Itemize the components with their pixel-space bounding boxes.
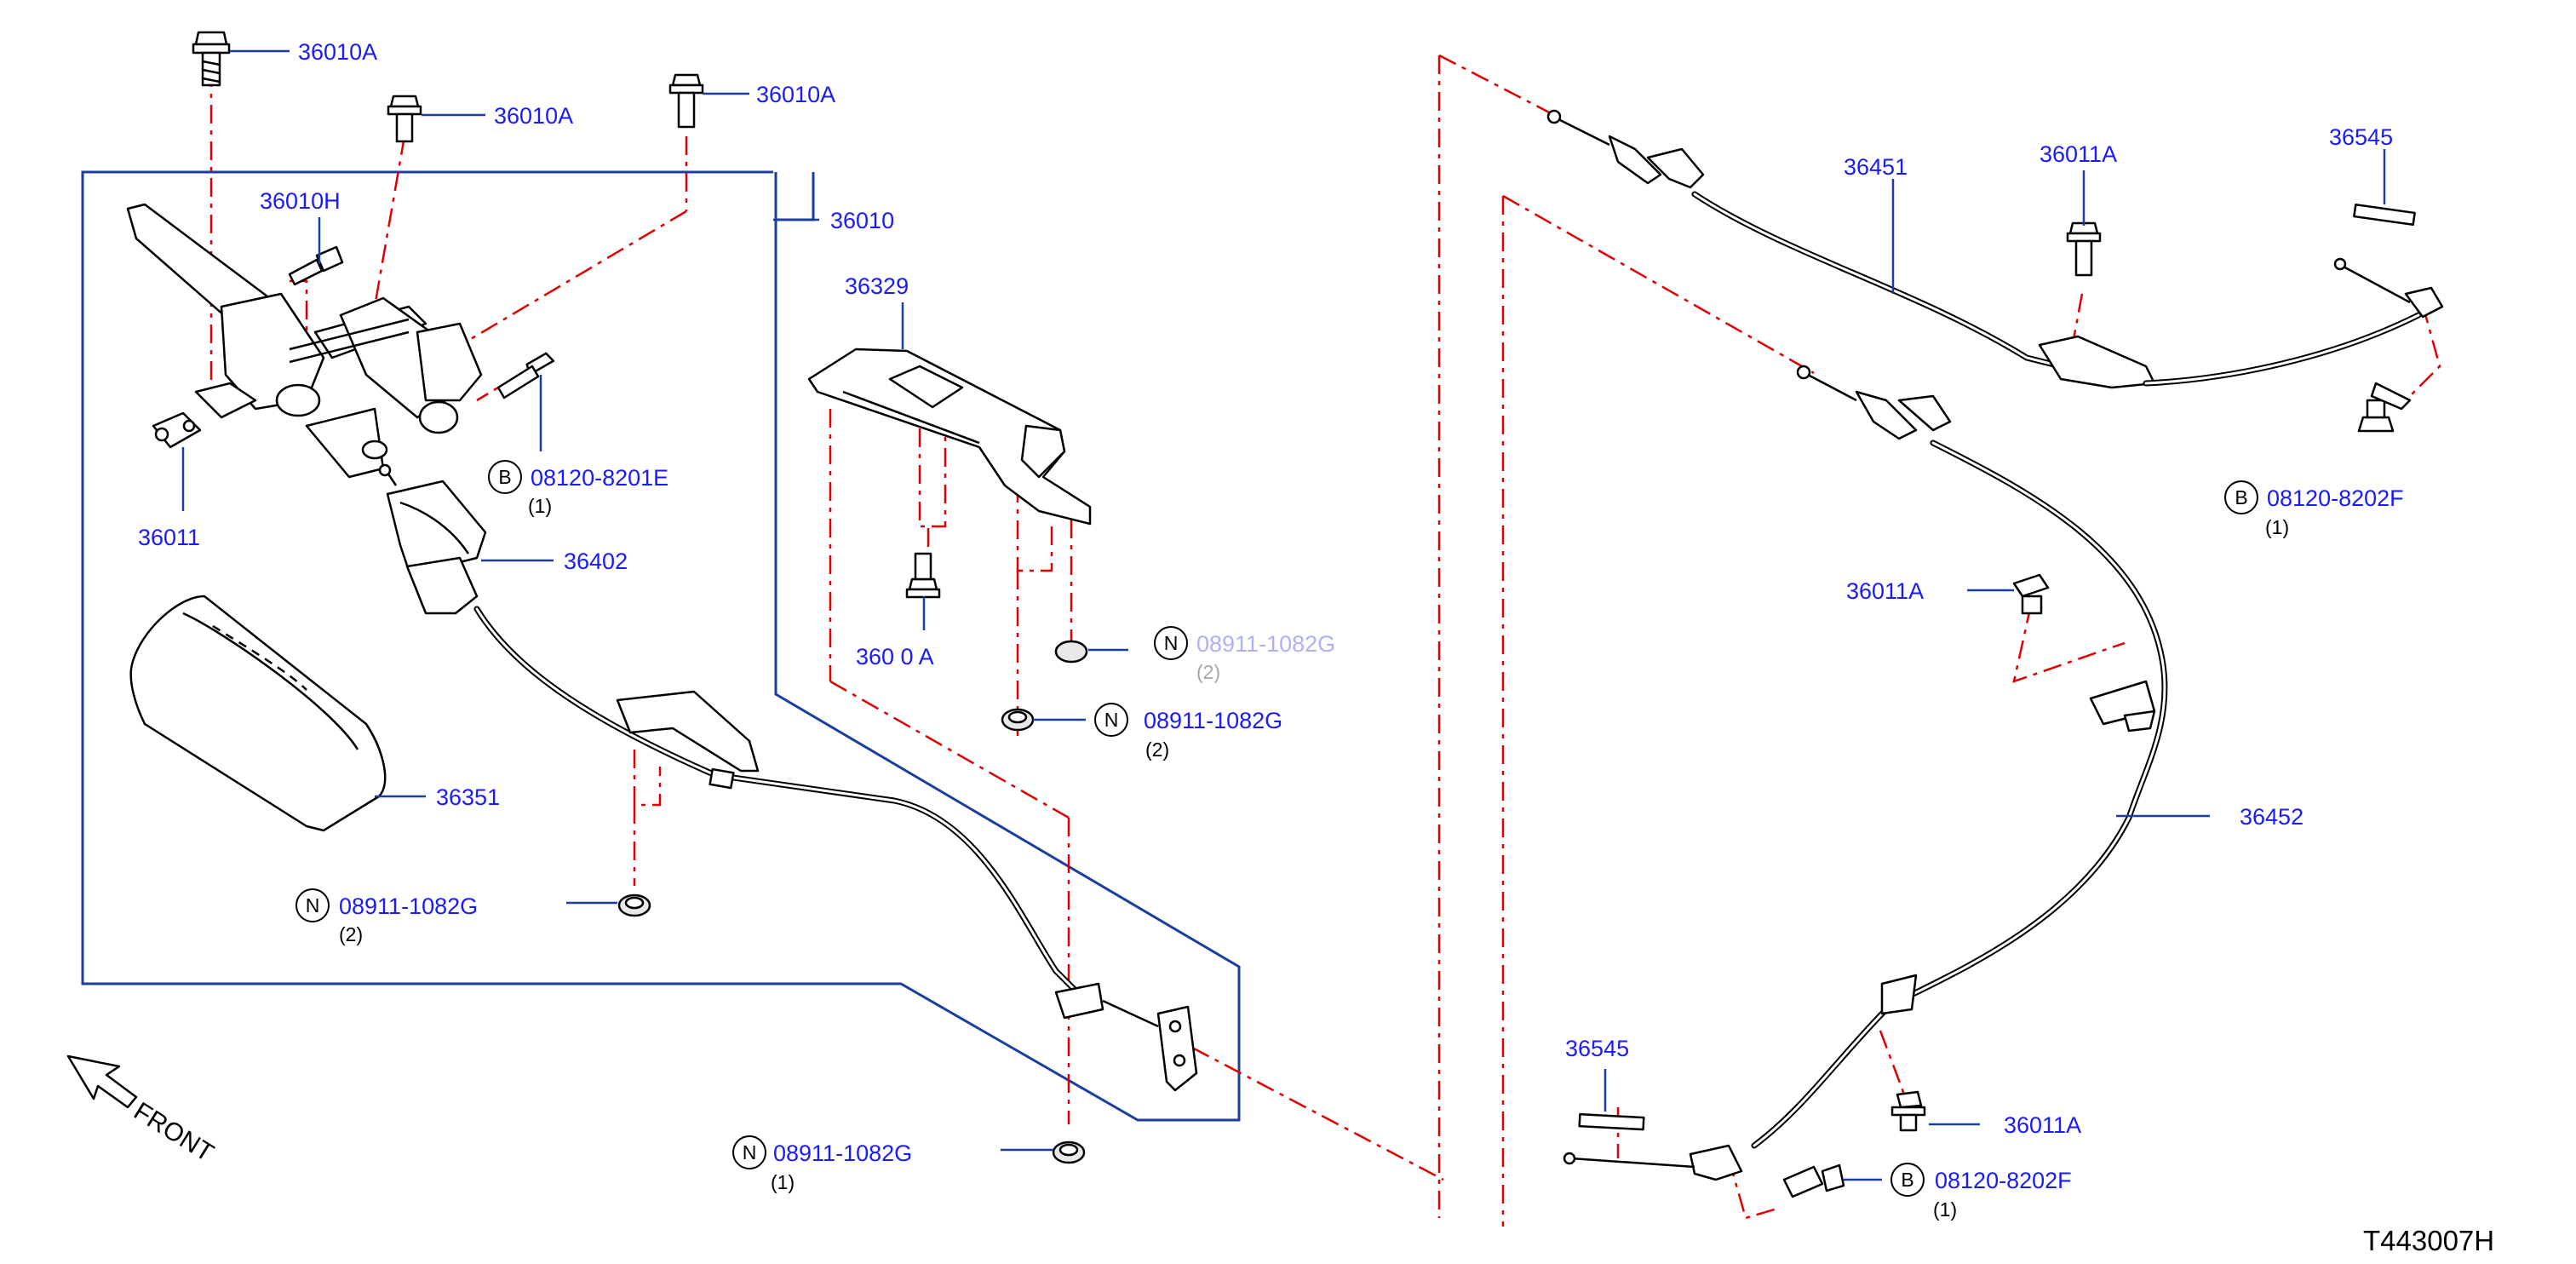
diagram-reference-id: T443007H (2363, 1225, 2494, 1256)
bolt-36010H (288, 245, 344, 286)
bolt-36010A-top-left (192, 31, 231, 87)
callout-36011A-1: 36011A (2040, 141, 2117, 167)
callout-36011A-2: 36011A (1846, 578, 1924, 604)
parking-brake-lever-assembly (126, 203, 483, 479)
boot-36402 (378, 463, 487, 615)
callout-08120-8202F-2: 08120-8202F (1935, 1168, 2072, 1193)
qty-08911-1082G-c: (1) (771, 1171, 795, 1193)
callout-08120-8202F-1: 08120-8202F (2267, 485, 2404, 511)
bolt-08120-8202F-top (2357, 382, 2412, 433)
nut-08911-1082G-garbled (1054, 640, 1088, 664)
qty-08120-8202F-1: (1) (2265, 516, 2289, 538)
callout-36451: 36451 (1844, 154, 1908, 180)
bolt-08120-8202F-bottom (1782, 1163, 1845, 1198)
nut-08911-1082G-left (617, 893, 651, 917)
callout-36545-1: 36545 (2329, 124, 2393, 150)
svg-text:N: N (1164, 632, 1179, 654)
svg-text:B: B (498, 466, 511, 488)
nut-08911-1082G-bottom (1052, 1140, 1086, 1164)
rear-cable-36451 (1546, 109, 2444, 389)
qty-08911-garbled: (2) (1196, 661, 1220, 683)
callout-36010A-3: 36010A (756, 82, 835, 107)
qty-08911-1082G-a: (2) (339, 923, 363, 945)
bolt-36011A-bottom (1890, 1090, 1926, 1132)
callout-36010: 36010 (830, 208, 894, 233)
callout-08120-8201E: 08120-8201E (531, 465, 668, 491)
callout-08911-garbled: 08911-1082G (1196, 631, 1335, 657)
bolt-36010A-top-center (387, 95, 422, 143)
circle-symbols: B N N N N B B (295, 460, 2258, 1197)
callout-08911-1082G-c: 08911-1082G (773, 1140, 912, 1166)
qty-08120-8202F-2: (1) (1933, 1198, 1957, 1221)
callout-36011: 36011 (138, 525, 200, 550)
bolt-36010A-lower (905, 552, 941, 599)
bolt-36010A-top-right (668, 73, 704, 129)
callout-36351: 36351 (436, 784, 500, 810)
callout-36329: 36329 (845, 273, 909, 299)
qty-08911-1082G-b: (2) (1145, 738, 1169, 761)
callout-36010H: 36010H (260, 188, 341, 214)
callout-36011A-3: 36011A (2004, 1112, 2081, 1138)
bolt-symbol-08120-8202F-bottom (1890, 1163, 1925, 1197)
front-cable (473, 606, 1198, 1092)
svg-text:B: B (1901, 1169, 1913, 1191)
callout-36452: 36452 (2240, 804, 2303, 830)
pin-36545-top (2353, 203, 2416, 227)
bolt-08120-8201E (496, 352, 555, 399)
bolt-36011A-top (2066, 221, 2102, 277)
callout-36010A-2: 36010A (494, 103, 573, 129)
nut-symbol-08911-garbled (1154, 626, 1188, 660)
nut-symbol-08911-1082G-b (1094, 703, 1128, 737)
svg-text:N: N (743, 1141, 757, 1163)
bolt-symbol-08120-8202F-top (2224, 480, 2258, 514)
console-cover-36351 (129, 595, 387, 832)
rear-cable-36452 (1563, 365, 2168, 1181)
front-direction-arrow: FRONT (66, 1054, 218, 1168)
svg-text:N: N (306, 894, 320, 916)
bolt-36011A-middle (2012, 573, 2050, 615)
callout-36545-2: 36545 (1565, 1036, 1629, 1061)
bolt-symbol-08120-8201E (488, 460, 522, 494)
svg-text:B: B (2235, 486, 2247, 508)
front-label: FRONT (129, 1097, 218, 1168)
switch-36011 (152, 411, 202, 449)
nut-symbol-08911-1082G-c (732, 1135, 766, 1169)
callout-08911-1082G-b: 08911-1082G (1144, 708, 1282, 733)
nut-08911-1082G-center (1001, 708, 1035, 732)
callout-labels: 36010A 36010A 36010A 36010H 36010 36011 … (138, 39, 2404, 1221)
leader-lines (181, 49, 2386, 1181)
qty-08120-8201E: (1) (528, 495, 552, 517)
callout-08911-1082G-a: 08911-1082G (339, 893, 478, 919)
callout-36010A-lower: 360 0 A (856, 644, 934, 669)
bracket-36329 (807, 348, 1092, 526)
nut-symbol-08911-1082G-a (295, 888, 330, 922)
callout-36402: 36402 (564, 549, 628, 574)
callout-36010A-1: 36010A (298, 39, 377, 65)
svg-text:N: N (1104, 709, 1119, 731)
pin-36545-bottom (1578, 1112, 1645, 1131)
